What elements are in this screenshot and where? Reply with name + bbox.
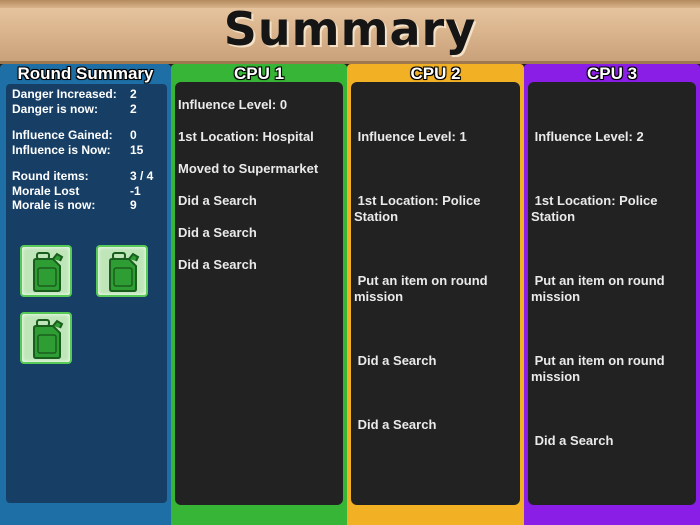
log-line: Put an item on round mission (531, 353, 669, 384)
stat-round-items: Round items: 3 / 4 (12, 169, 167, 184)
log-line: Put an item on round mission (354, 273, 492, 304)
round-stats: Danger Increased: 2 Danger is now: 2 Inf… (6, 84, 167, 213)
stat-label: Influence is Now: (12, 142, 111, 157)
log-line: Did a Search (354, 353, 437, 368)
stat-value: 2 (130, 87, 137, 101)
log-line: 1st Location: Police Station (354, 193, 485, 224)
gas-can-icon (33, 252, 64, 292)
cpu2-panel: CPU 2 Influence Level: 1 1st Location: P… (347, 64, 524, 525)
log-line: Did a Search (178, 225, 257, 240)
stat-value: 2 (130, 101, 137, 116)
stat-label: Morale is now: (12, 198, 96, 212)
header-band (0, 0, 700, 8)
gas-can-icon (109, 252, 140, 292)
round-item-tile[interactable] (96, 245, 148, 297)
round-summary-title: Round Summary (17, 64, 154, 83)
round-item-tile[interactable] (20, 312, 72, 364)
stat-label: Danger Increased: (12, 87, 117, 101)
stat-influence-gained: Influence Gained: 0 (12, 128, 167, 143)
log-line: Did a Search (354, 417, 437, 432)
log-line: Moved to Supermarket (178, 161, 319, 176)
log-line: Influence Level: 0 (178, 97, 288, 112)
round-item-tile[interactable] (20, 245, 72, 297)
stat-danger-now: Danger is now: 2 (12, 102, 167, 117)
cpu1-log: Influence Level: 0 1st Location: Hospita… (175, 82, 343, 505)
log-line: Influence Level: 1 (354, 129, 467, 144)
stat-value: 0 (130, 128, 137, 142)
log-line: 1st Location: Police Station (531, 193, 662, 224)
stat-influence-now: Influence is Now: 15 (12, 143, 167, 158)
stat-morale-now: Morale is now: 9 (12, 198, 167, 213)
gas-can-icon (33, 319, 64, 359)
stat-label: Danger is now: (12, 101, 99, 116)
stat-label: Round items: (12, 169, 89, 183)
cpu3-title: CPU 3 (586, 64, 638, 83)
stat-value: -1 (130, 183, 141, 198)
page-title: Summary (223, 2, 477, 56)
log-line: Did a Search (178, 257, 257, 272)
cpu2-log: Influence Level: 1 1st Location: Police … (351, 82, 520, 505)
cpu3-log: Influence Level: 2 1st Location: Police … (528, 82, 696, 505)
stat-value: 3 / 4 (130, 169, 154, 183)
log-line: Influence Level: 2 (531, 129, 644, 144)
header-bar: Summary (0, 0, 700, 64)
stat-value: 15 (130, 142, 144, 157)
log-line: Did a Search (531, 433, 614, 448)
stat-value: 9 (130, 198, 137, 212)
stat-label: Influence Gained: (12, 128, 113, 142)
log-line: Put an item on round mission (531, 273, 669, 304)
stat-danger-increased: Danger Increased: 2 (12, 87, 167, 102)
stat-label: Morale Lost (12, 183, 80, 198)
log-line: 1st Location: Hospital (178, 129, 314, 144)
cpu1-panel: CPU 1 Influence Level: 0 1st Location: H… (171, 64, 347, 525)
cpu2-title: CPU 2 (410, 64, 461, 83)
log-line: Did a Search (178, 193, 257, 208)
cpu1-title: CPU 1 (233, 64, 285, 83)
cpu3-panel: CPU 3 Influence Level: 2 1st Location: P… (524, 64, 700, 525)
stat-morale-lost: Morale Lost -1 (12, 184, 167, 199)
